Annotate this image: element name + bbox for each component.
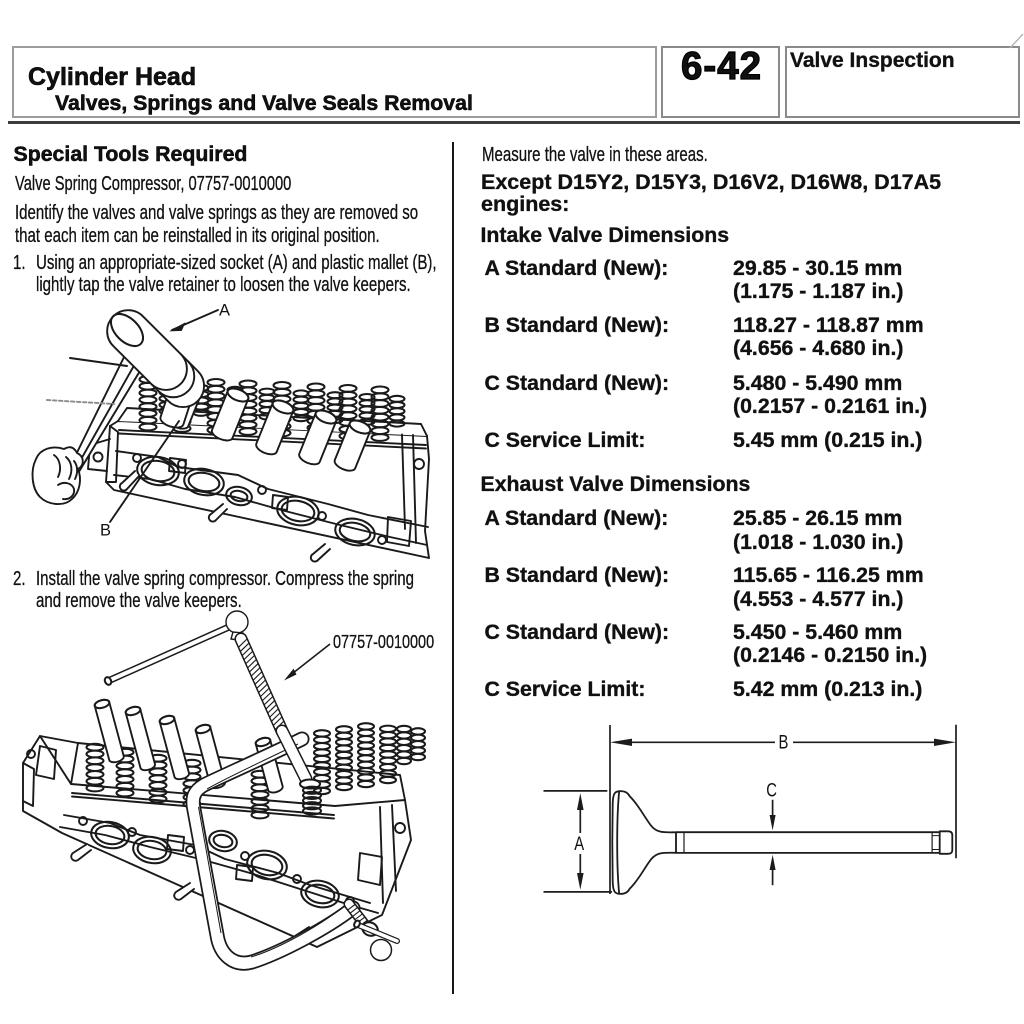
svg-text:C: C <box>766 780 777 801</box>
svg-text:A: A <box>219 302 230 320</box>
svg-text:B: B <box>779 732 789 753</box>
svg-text:B: B <box>100 522 111 540</box>
svg-text:A: A <box>574 833 584 854</box>
